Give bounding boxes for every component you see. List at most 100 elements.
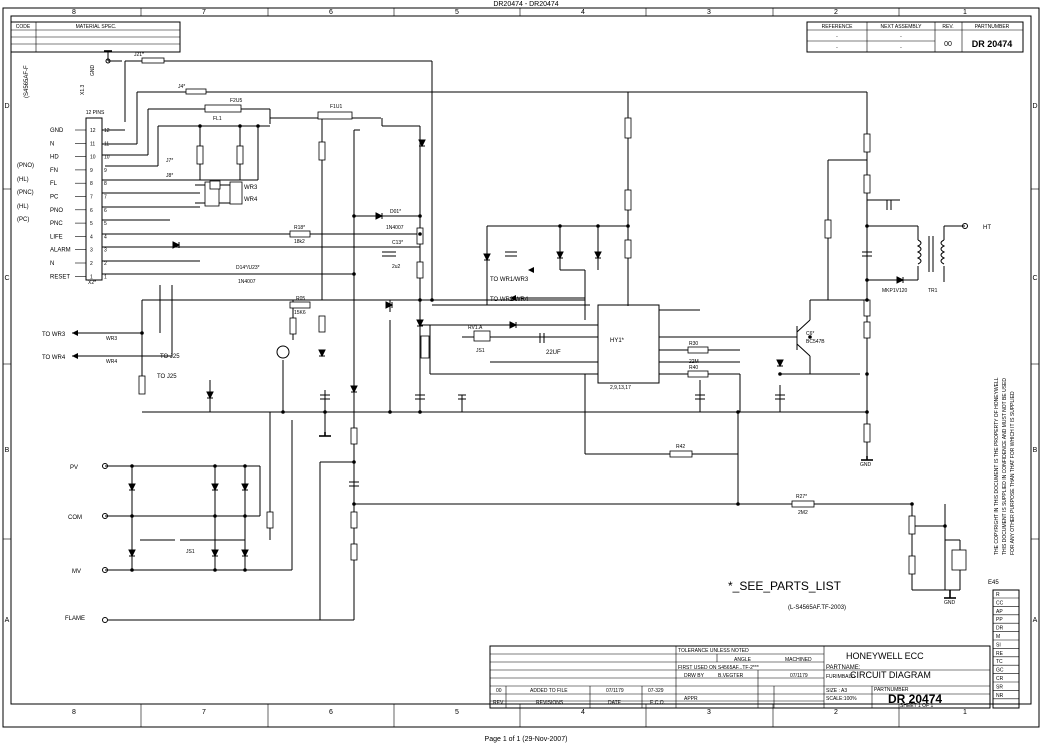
revision-code: R [996, 592, 1000, 598]
row-label-left: A [5, 617, 10, 624]
col-label-bottom: 6 [329, 709, 333, 716]
pin-number-outer: 7 [104, 195, 107, 201]
see-parts-note: *_SEE_PARTS_LIST [728, 579, 842, 593]
resistor-r40 [687, 370, 709, 378]
terminal-mv [102, 567, 108, 573]
f1-label: F1U1 [330, 104, 342, 110]
connector-wr [229, 181, 243, 205]
revision-code: PP [996, 617, 1003, 623]
jumper-j4 [185, 88, 207, 95]
partnumber-value: DR 20474 [972, 39, 1013, 49]
neon-lamp [276, 345, 290, 359]
terminal-pv [102, 463, 108, 469]
row-label-left: D [4, 103, 9, 110]
next-assembly-value: - [900, 34, 902, 40]
sheet-label: SHEET 1 OF 1 [900, 703, 933, 709]
tolerance-label: TOLERANCE UNLESS NOTED [678, 648, 749, 654]
revision-code: RE [996, 651, 1004, 657]
company-name: HONEYWELL ECC [846, 651, 924, 661]
pin-number: 6 [90, 208, 93, 214]
pin-number: 9 [90, 168, 93, 174]
to-wr3-label: TO WR3 [42, 332, 66, 338]
pin-name: HD [50, 155, 59, 161]
to-wr4-label: TO WR4 [42, 355, 66, 361]
row-label-left: B [5, 447, 10, 454]
row-label-left: C [4, 275, 9, 282]
connector-ref: X2* [88, 280, 96, 286]
fuse-f1 [317, 111, 353, 120]
pin-number-outer: 2 [104, 261, 107, 267]
rev-header: REV [493, 700, 504, 706]
pin-name: FN [50, 168, 58, 174]
transformer-tr1 [916, 236, 946, 272]
r18-value: 18k2 [294, 239, 305, 245]
c6-label: C6* [806, 331, 814, 337]
pin-name: FL [50, 181, 58, 187]
wr3-label: WR3 [244, 185, 258, 191]
j4-label: J4* [178, 84, 185, 90]
gnd-label: GND [860, 462, 872, 468]
angle-label: ANGLE [734, 657, 752, 663]
terminal-ht [962, 223, 968, 229]
pin-number-outer: 9 [104, 168, 107, 174]
resistor [266, 511, 274, 529]
rev-date: 07/1179 [606, 688, 624, 694]
resistor [908, 555, 916, 575]
d01-value: 1N4007 [386, 225, 404, 231]
document-header: DR20474 - DR20474 [493, 1, 558, 8]
col-label-bottom: 8 [72, 709, 76, 716]
pin-number: 5 [90, 221, 93, 227]
revision-code: DR [996, 626, 1004, 632]
drawn-by-value: B.VEGTER [718, 673, 744, 679]
e45-label: E45 [988, 580, 999, 586]
resistor [138, 375, 146, 395]
wr4-wire-label: WR4 [106, 359, 117, 365]
junction-dots [130, 124, 947, 572]
resistor [624, 189, 632, 211]
col-label-top: 6 [329, 9, 333, 16]
resistor [863, 174, 871, 194]
col-label-bottom: 5 [455, 709, 459, 716]
pin-name: GND [50, 128, 64, 134]
r27-label: R27* [796, 494, 807, 500]
drawn-by-label: DRW BY [684, 673, 705, 679]
resistor [824, 219, 832, 239]
resistor [318, 315, 326, 333]
pin-number-outer: 1 [104, 274, 107, 280]
r30-label: R30 [689, 341, 698, 347]
first-used-label: FIRST USED ON S4565AF...TF-2*** [678, 665, 759, 671]
connector-series: (S4565AF-F [24, 65, 30, 98]
col-label-top: 7 [202, 9, 206, 16]
relay-ry2a [420, 335, 430, 359]
material-spec-header: MATERIAL SPEC. [76, 24, 117, 30]
wr3-wire-label: WR3 [106, 336, 117, 342]
revisions-header: REVISIONS [536, 700, 564, 706]
pin-name: PC [50, 195, 59, 201]
reference-header: REFERENCE [822, 24, 854, 30]
eco-header: E.C.O. [650, 700, 665, 706]
terminal-x13 [105, 58, 111, 64]
fl1-label: FL1 [213, 116, 222, 122]
reference-block: REFERENCE NEXT ASSEMBLY REV. PARTNUMBER … [806, 21, 1024, 53]
f2-label: F2U5 [230, 98, 242, 104]
r42-label: R42 [676, 444, 685, 450]
pin-number-outer: 3 [104, 248, 107, 254]
resistor-r30 [687, 346, 709, 354]
r40-label: R40 [689, 365, 698, 371]
next-assembly-value: - [900, 45, 902, 51]
resistor-r18 [289, 230, 311, 238]
revision-code: CR [996, 676, 1004, 682]
hybrid-ic-hy1 [597, 304, 660, 384]
pin-side-label: (PC) [17, 217, 29, 223]
col-label-top: 1 [963, 9, 967, 16]
pin-number: 8 [90, 181, 93, 187]
revision-code: GC [996, 668, 1004, 674]
copyright-line-2: THIS DOCUMENT IS SUPPLIED IN CONFIDENCE … [1002, 378, 1008, 555]
component-symbols [138, 57, 967, 575]
pin-name: PNO [50, 208, 63, 214]
r18-label: R18* [294, 225, 305, 231]
pin-number: 7 [90, 195, 93, 201]
pin-number-outer: 4 [104, 234, 107, 240]
hy1-label: HY1* [610, 338, 625, 344]
